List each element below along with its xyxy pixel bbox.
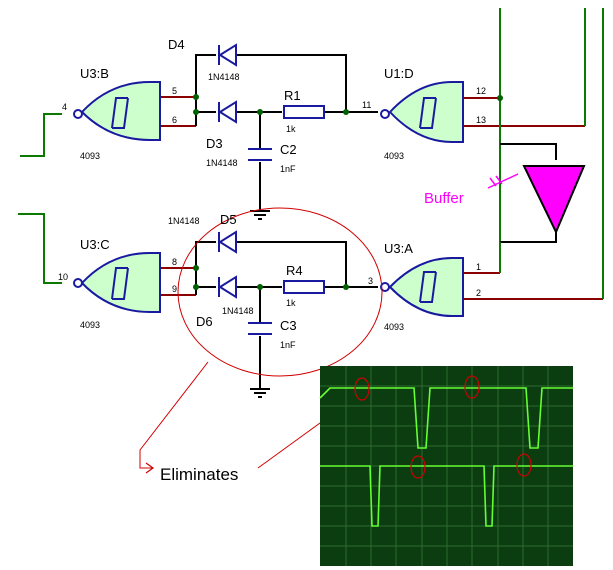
diode-d4-ref: D4 [168,37,185,52]
diode-d5-ref: D5 [220,212,237,227]
gate-u1d-pin-a: 12 [476,86,486,96]
arrow-right-icon [145,462,155,474]
highlight-ellipse [177,207,383,377]
gate-u3b-pin-b: 6 [172,115,177,125]
bottom-wiring [18,8,604,388]
capacitor-c2-ref: C2 [280,142,297,157]
diode-d5-part: 1N4148 [168,216,200,226]
diode-d6-part: 1N4148 [222,306,254,316]
diode-d4 [218,43,237,67]
resistor-r1-ref: R1 [284,88,301,103]
gate-u1d-name: U1:D [384,66,414,81]
diode-d6 [218,275,237,299]
eliminates-label: Eliminates [160,465,238,484]
gate-u3b-pin-in: 4 [62,102,67,112]
diode-d5 [218,230,237,254]
resistor-r4-value: 1k [286,298,296,308]
junction-dots [193,94,503,290]
gate-u1d [380,81,464,143]
gate-u3c-ic: 4093 [80,320,100,330]
gate-u3a-ic: 4093 [384,322,404,332]
gate-u3b-name: U3:B [80,66,109,81]
glitch-markers [354,375,532,479]
gate-u3a-name: U3:A [384,241,413,256]
buffer-triangle [522,165,586,235]
capacitor-c3-value: 1nF [280,340,296,350]
resistor-r1 [283,105,325,119]
buffer-label: Buffer [424,190,464,207]
resistor-r1-value: 1k [286,124,296,134]
scope-trace-upper [319,387,573,449]
gate-u3c [73,252,161,313]
gate-u1d-ic: 4093 [384,151,404,161]
gate-u3c-pin-a: 8 [172,257,177,267]
resistor-r4-ref: R4 [286,263,303,278]
diode-d6-ref: D6 [196,314,213,329]
gate-u3a [380,257,464,317]
diode-d3 [218,100,237,124]
gate-u1d-pin-in: 11 [362,100,371,110]
gate-u3b-pin-a: 5 [172,86,177,96]
gate-u3b [73,81,161,141]
eliminates-pointer [139,361,209,469]
diode-d3-part: 1N4148 [206,158,238,168]
scope-trace-lower [320,465,573,527]
oscilloscope-screen [319,366,573,566]
diode-d4-part: 1N4148 [208,72,240,82]
gate-u3a-pin-a: 1 [476,262,481,272]
gate-u3a-pin-in: 3 [368,276,373,286]
diode-d3-ref: D3 [206,136,223,151]
gate-u3b-ic: 4093 [80,151,100,161]
gate-u1d-pin-b: 13 [476,115,486,125]
buffer-arrow-icon [487,173,519,189]
gate-u3a-pin-b: 2 [476,288,481,298]
gate-u3c-pin-in: 10 [58,272,68,282]
ground-icon [250,210,270,220]
capacitor-c3-ref: C3 [280,318,297,333]
resistor-r4 [283,280,325,294]
capacitor-c2 [248,148,272,161]
capacitor-c2-value: 1nF [280,164,296,174]
gate-u3c-name: U3:C [80,237,110,252]
capacitor-c3 [248,322,272,335]
gate-u3c-pin-b: 9 [172,284,177,294]
top-wiring [20,8,586,243]
ground-icon [250,388,270,398]
